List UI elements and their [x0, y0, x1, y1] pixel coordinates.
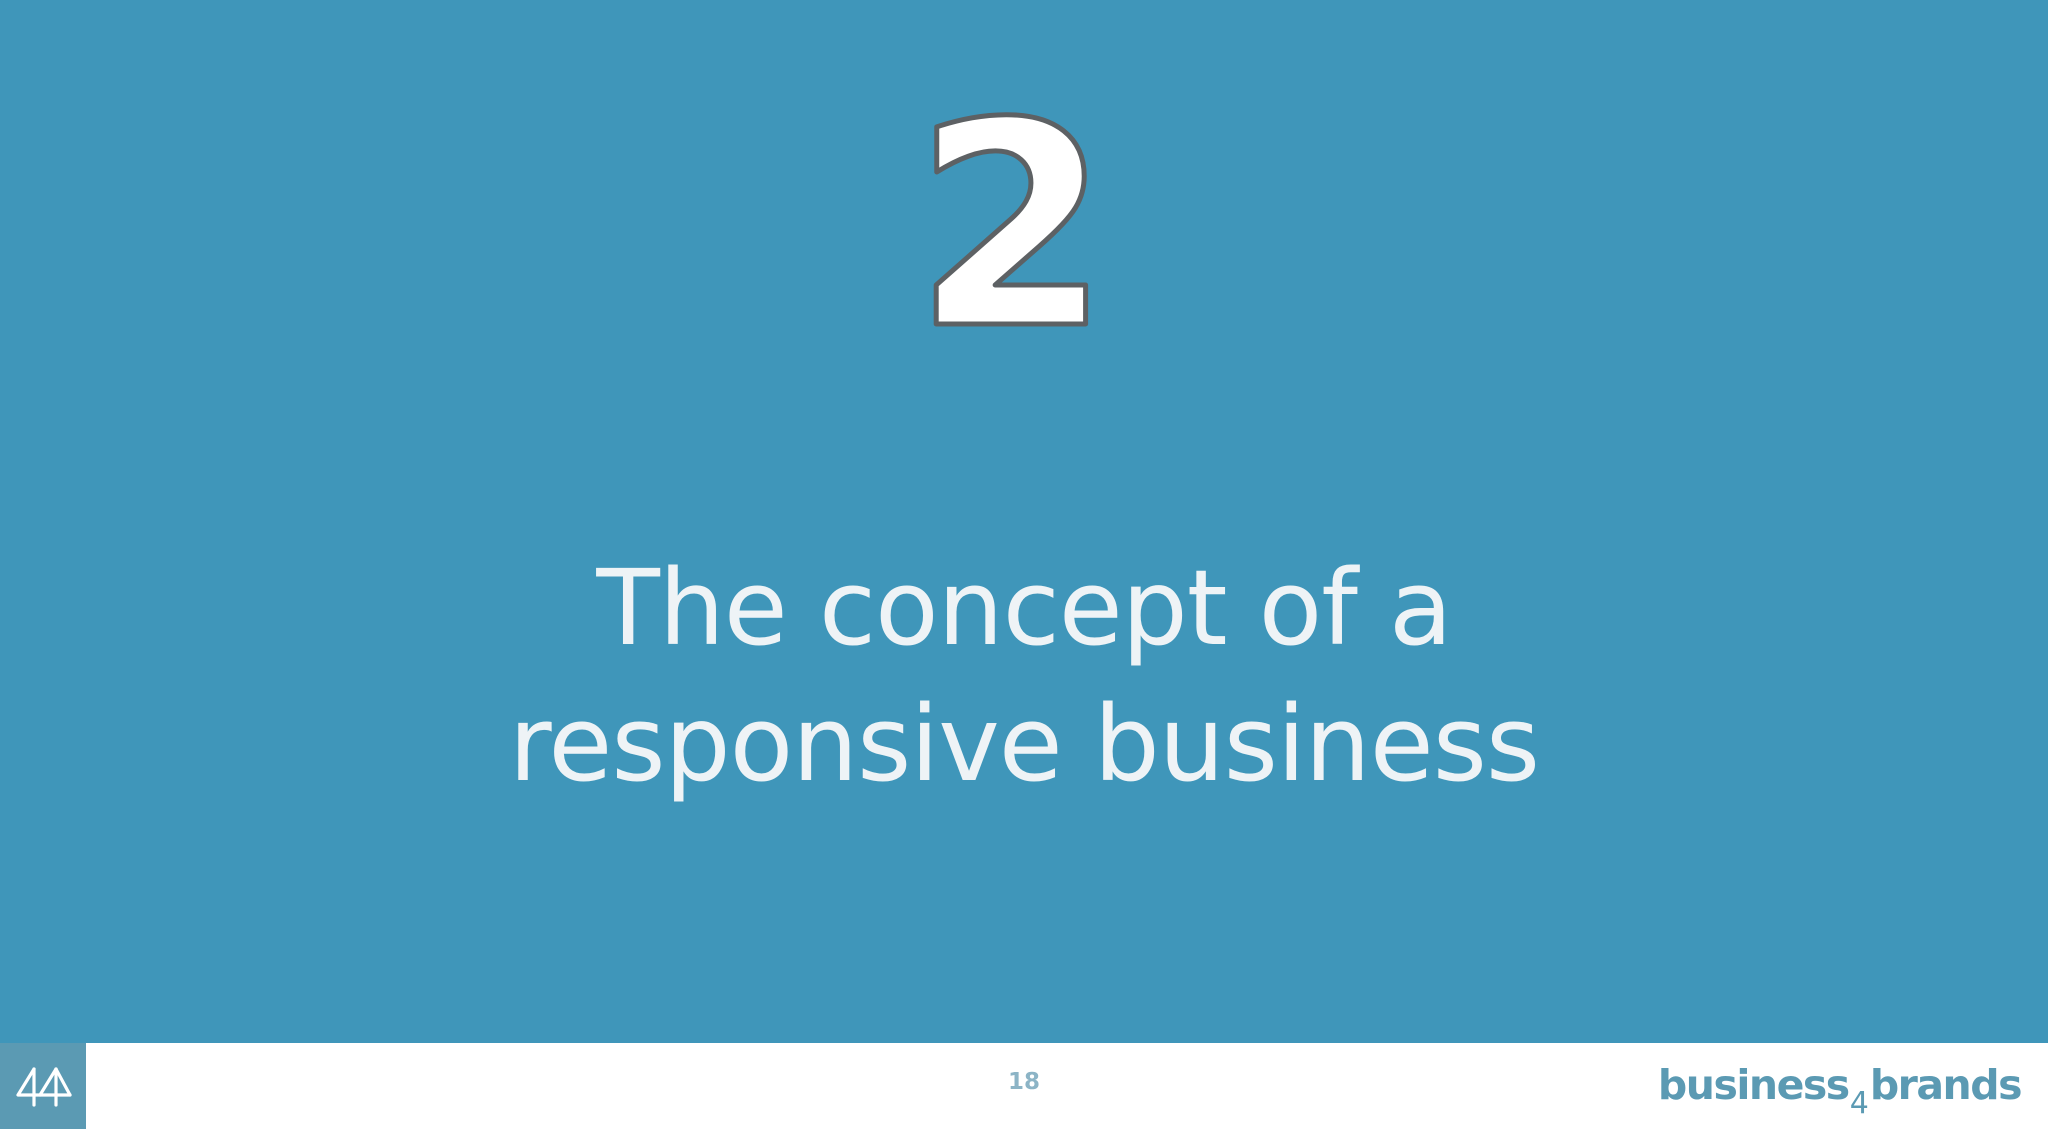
brand-logo-part-4: 4 [1849, 1086, 1869, 1121]
slide-content-area: 2 The concept of a responsive business [0, 0, 2048, 1043]
slide-title-line-2: responsive business [508, 683, 1540, 805]
page-number: 18 [1007, 1069, 1040, 1095]
brand-logo: business4brands [1657, 1061, 2023, 1121]
section-number-text: 2 [924, 86, 1094, 336]
slide-title-line-1: The concept of a [596, 547, 1452, 669]
brand-logo-part-business: business [1657, 1061, 1850, 1109]
section-number: 2 [924, 86, 1094, 336]
b4b-mark-graphic [16, 1067, 72, 1107]
section-number-graphic: 2 [924, 86, 1094, 336]
slide-title: The concept of a responsive business [0, 540, 2048, 812]
brand-logo-part-brands: brands [1869, 1061, 2023, 1109]
slide-footer: 18 business4brands [0, 1043, 2048, 1129]
b4b-mark-icon [0, 1043, 86, 1129]
